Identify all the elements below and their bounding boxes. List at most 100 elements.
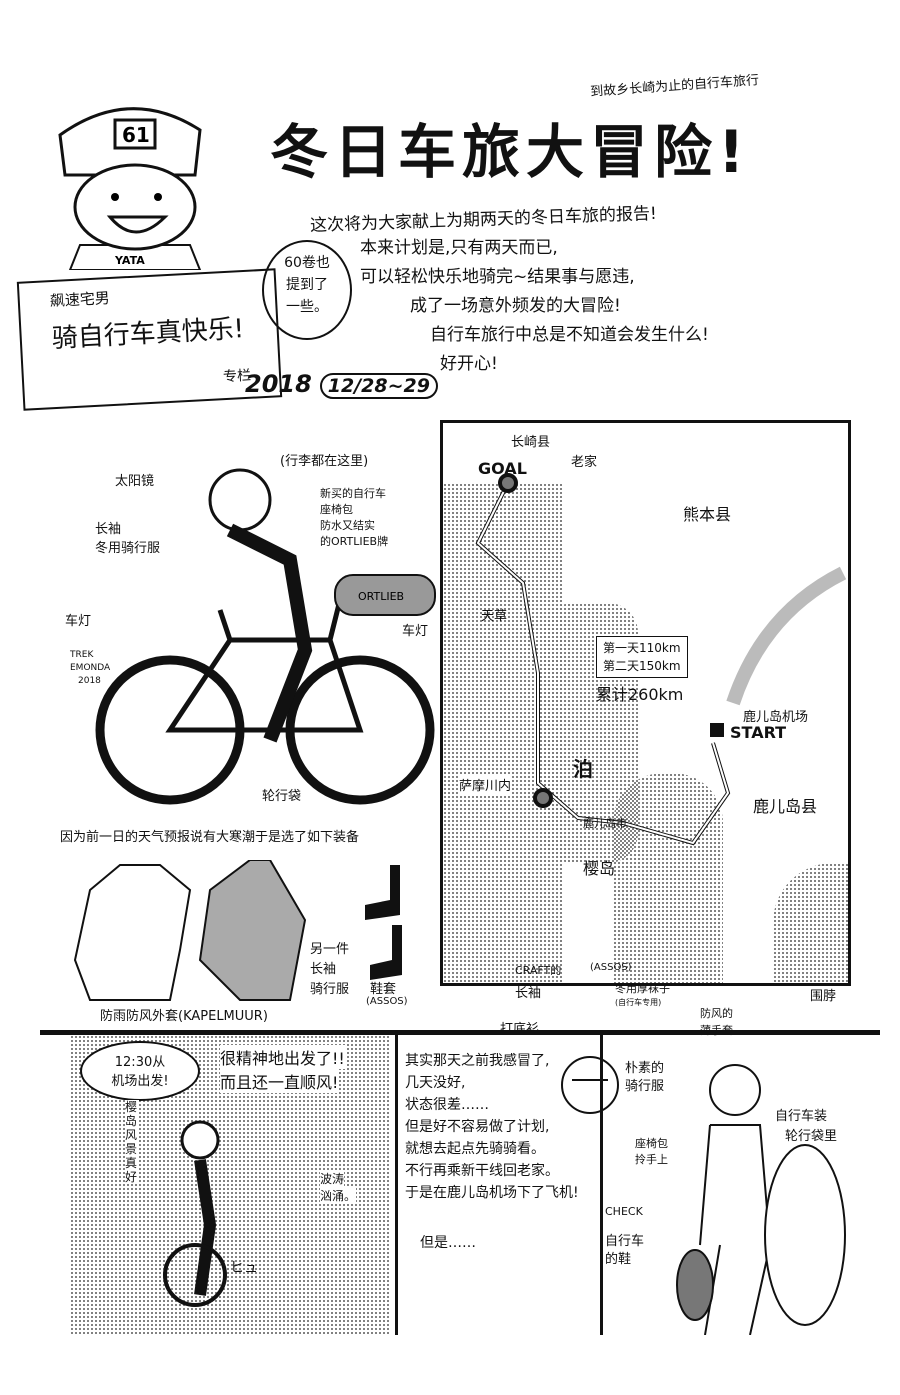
label-jersey: 冬用骑行服 xyxy=(95,541,161,556)
label-saddle-bag: 座椅包 xyxy=(320,503,353,516)
label-gloves: 防风的 xyxy=(700,1007,733,1020)
cyclist-drawing xyxy=(163,1120,227,1307)
label-socks: 冬用厚袜子 xyxy=(615,982,670,995)
panel2-line: 其实那天之前我感冒了, xyxy=(405,1053,550,1069)
intro-line: 可以轻松快乐地骑完~结果事与愿违, xyxy=(360,267,635,287)
panel2-line: 于是在鹿儿岛机场下了飞机! xyxy=(405,1185,579,1201)
gear-illustrations xyxy=(73,860,402,1001)
day1-distance: 第一天110km xyxy=(603,641,681,655)
intro-line: 自行车旅行中总是不知道会发生什么! xyxy=(430,325,709,345)
label-sakurajima: 樱岛 xyxy=(583,859,616,878)
label-shoe-covers: (ASSOS) xyxy=(366,996,408,1007)
cap-number: 61 xyxy=(122,123,150,147)
label-kumamoto: 熊本县 xyxy=(683,505,732,524)
label-kagoshima-pref: 鹿儿岛县 xyxy=(753,797,818,816)
panel1-text: 很精神地出发了!! xyxy=(220,1045,345,1069)
page-title: 冬日车旅大冒险! xyxy=(270,118,751,186)
sick-face-drawing xyxy=(561,1056,619,1114)
label-satsumasendai: 萨摩川内 xyxy=(459,775,512,794)
route-line xyxy=(475,473,847,846)
label-base-layer: 长袖 xyxy=(515,986,542,1001)
label-socks: (自行车专用) xyxy=(615,998,662,1007)
route-map: 长崎县 GOAL 老家 熊本县 天草 第一天110km 第二天150km 累计2… xyxy=(440,420,851,986)
label-sunglasses: 太阳镜 xyxy=(115,474,155,489)
comic-strip: 12:30从 机场出发! 很精神地出发了!! 而且还一直顺风! 樱岛风景真好 波… xyxy=(40,1030,880,1395)
panel1-waves: 汹涌。 xyxy=(320,1187,357,1204)
column-sign: 飙速宅男 骑自行车真快乐! 专栏 xyxy=(16,268,283,411)
label-bike-bag: 自行车装 xyxy=(775,1109,828,1124)
panel1-text: 而且还一直顺风! xyxy=(220,1069,339,1093)
author: 飙速宅男 xyxy=(49,289,111,311)
label-airport: 鹿儿岛机场 xyxy=(743,710,809,725)
intro-line: 本来计划是,只有两天而已, xyxy=(360,238,558,258)
label-stay: 泊 xyxy=(573,757,593,781)
luggage-note: (行李都在这里) xyxy=(280,454,369,469)
shirt-text: YATA xyxy=(114,254,145,267)
panel-divider xyxy=(600,1035,603,1335)
label-nagasaki: 长崎县 xyxy=(511,435,551,450)
panel2-line: 但是好不容易做了计划, xyxy=(405,1119,550,1135)
label-shoes: 自行车 xyxy=(605,1234,645,1249)
bubble-line: 60卷也 xyxy=(284,255,330,271)
label-rear-light: 车灯 xyxy=(402,624,429,639)
dates: 12/28~29 xyxy=(319,373,438,399)
label-plain-jersey: 朴素的 xyxy=(625,1061,665,1076)
gear-heading: 因为前一日的天气预报说有大寒潮于是选了如下装备 xyxy=(60,830,360,845)
label-saddle-bag-hand: 拎手上 xyxy=(635,1153,668,1166)
label-scarf: 围脖 xyxy=(810,989,837,1004)
character-illustration: 61 YATA xyxy=(58,107,202,270)
traveler-drawing xyxy=(676,1064,846,1335)
land-kagoshima xyxy=(613,773,723,983)
label-saddle-bag: 新买的自行车 xyxy=(320,487,386,500)
year: 2018 xyxy=(245,370,312,398)
subtitle: 到故乡长崎为止的自行车旅行 xyxy=(589,73,760,100)
panel2-line: 状态很差…… xyxy=(405,1097,489,1113)
bike-section: ORTLIEB (行李都在这里) 太阳镜 长袖 冬用骑行服 车灯 TREK EM… xyxy=(40,440,440,820)
label-saddle-bag: 防水又结实 xyxy=(320,519,375,532)
label-front-light: 车灯 xyxy=(65,614,92,629)
speech-bubble: 60卷也 提到了 一些。 xyxy=(262,240,352,340)
label-shoes: 的鞋 xyxy=(605,1252,632,1267)
panel2-but: 但是…… xyxy=(420,1235,476,1251)
label-saddle-bag: 的ORTLIEB牌 xyxy=(320,535,389,548)
panel2-line: 不行再乘新干线回老家。 xyxy=(405,1163,559,1179)
intro-text: 这次将为大家献上为期两天的冬日车旅的报告! 本来计划是,只有两天而已, 可以轻松… xyxy=(300,204,709,379)
label-shoe-covers: 鞋套 xyxy=(370,982,397,997)
panel2-line: 就想去起点先骑骑看。 xyxy=(405,1141,545,1157)
panel1-sfx: ヒュ xyxy=(230,1260,258,1276)
label-goal: GOAL xyxy=(478,459,527,478)
label-bike-model: 2018 xyxy=(78,676,101,686)
label-wheel-bag: 轮行袋 xyxy=(262,789,302,804)
label-bike-model: EMONDA xyxy=(70,663,111,673)
column-title: 骑自行车真快乐! xyxy=(51,314,245,355)
label-jersey2: 长袖 xyxy=(310,962,337,977)
label-base-layer: CRAFT的 xyxy=(515,964,562,977)
day2-distance: 第二天150km xyxy=(603,659,681,673)
panel1-scenery: 樱岛风景真好 xyxy=(125,1100,139,1184)
label-jacket: 防雨防风外套(KAPELMUUR) xyxy=(100,1009,268,1024)
bike-illustration: ORTLIEB xyxy=(95,468,436,805)
label-jersey2: 骑行服 xyxy=(310,982,350,997)
label-home: 老家 xyxy=(571,455,598,470)
panel-2-text: 其实那天之前我感冒了, 几天没好, 状态很差…… 但是好不容易做了计划, 就想去… xyxy=(405,1050,579,1254)
bubble-line: 提到了 xyxy=(286,277,328,293)
label-kagoshima-city: 鹿儿岛市 xyxy=(583,817,627,830)
bubble-line: 12:30从 xyxy=(114,1055,166,1070)
bubble-line: 机场出发! xyxy=(111,1074,169,1089)
panel-divider xyxy=(395,1035,398,1335)
total-distance: 累计260km xyxy=(596,685,684,704)
label-socks: (ASSOS) xyxy=(590,962,632,973)
label-saddle-bag-hand: 座椅包 xyxy=(635,1137,668,1150)
label-amakusa: 天草 xyxy=(481,609,508,624)
label-plain-jersey: 骑行服 xyxy=(625,1079,665,1094)
panel1-waves: 波涛 xyxy=(320,1170,345,1187)
label-start: START xyxy=(730,723,787,742)
bubble-line: 一些。 xyxy=(286,299,328,315)
intro-line: 好开心! xyxy=(440,354,498,374)
intro-line: 成了一场意外频发的大冒险! xyxy=(410,296,621,316)
label-bike-bag: 轮行袋里 xyxy=(785,1129,838,1144)
distance-box: 第一天110km 第二天150km xyxy=(596,636,688,678)
panel-3: 朴素的 骑行服 座椅包 拎手上 CHECK 自行车 的鞋 自行车装 轮行袋里 xyxy=(605,1035,880,1335)
label-bike-model: TREK xyxy=(70,650,94,660)
label-jersey: 长袖 xyxy=(95,522,122,537)
